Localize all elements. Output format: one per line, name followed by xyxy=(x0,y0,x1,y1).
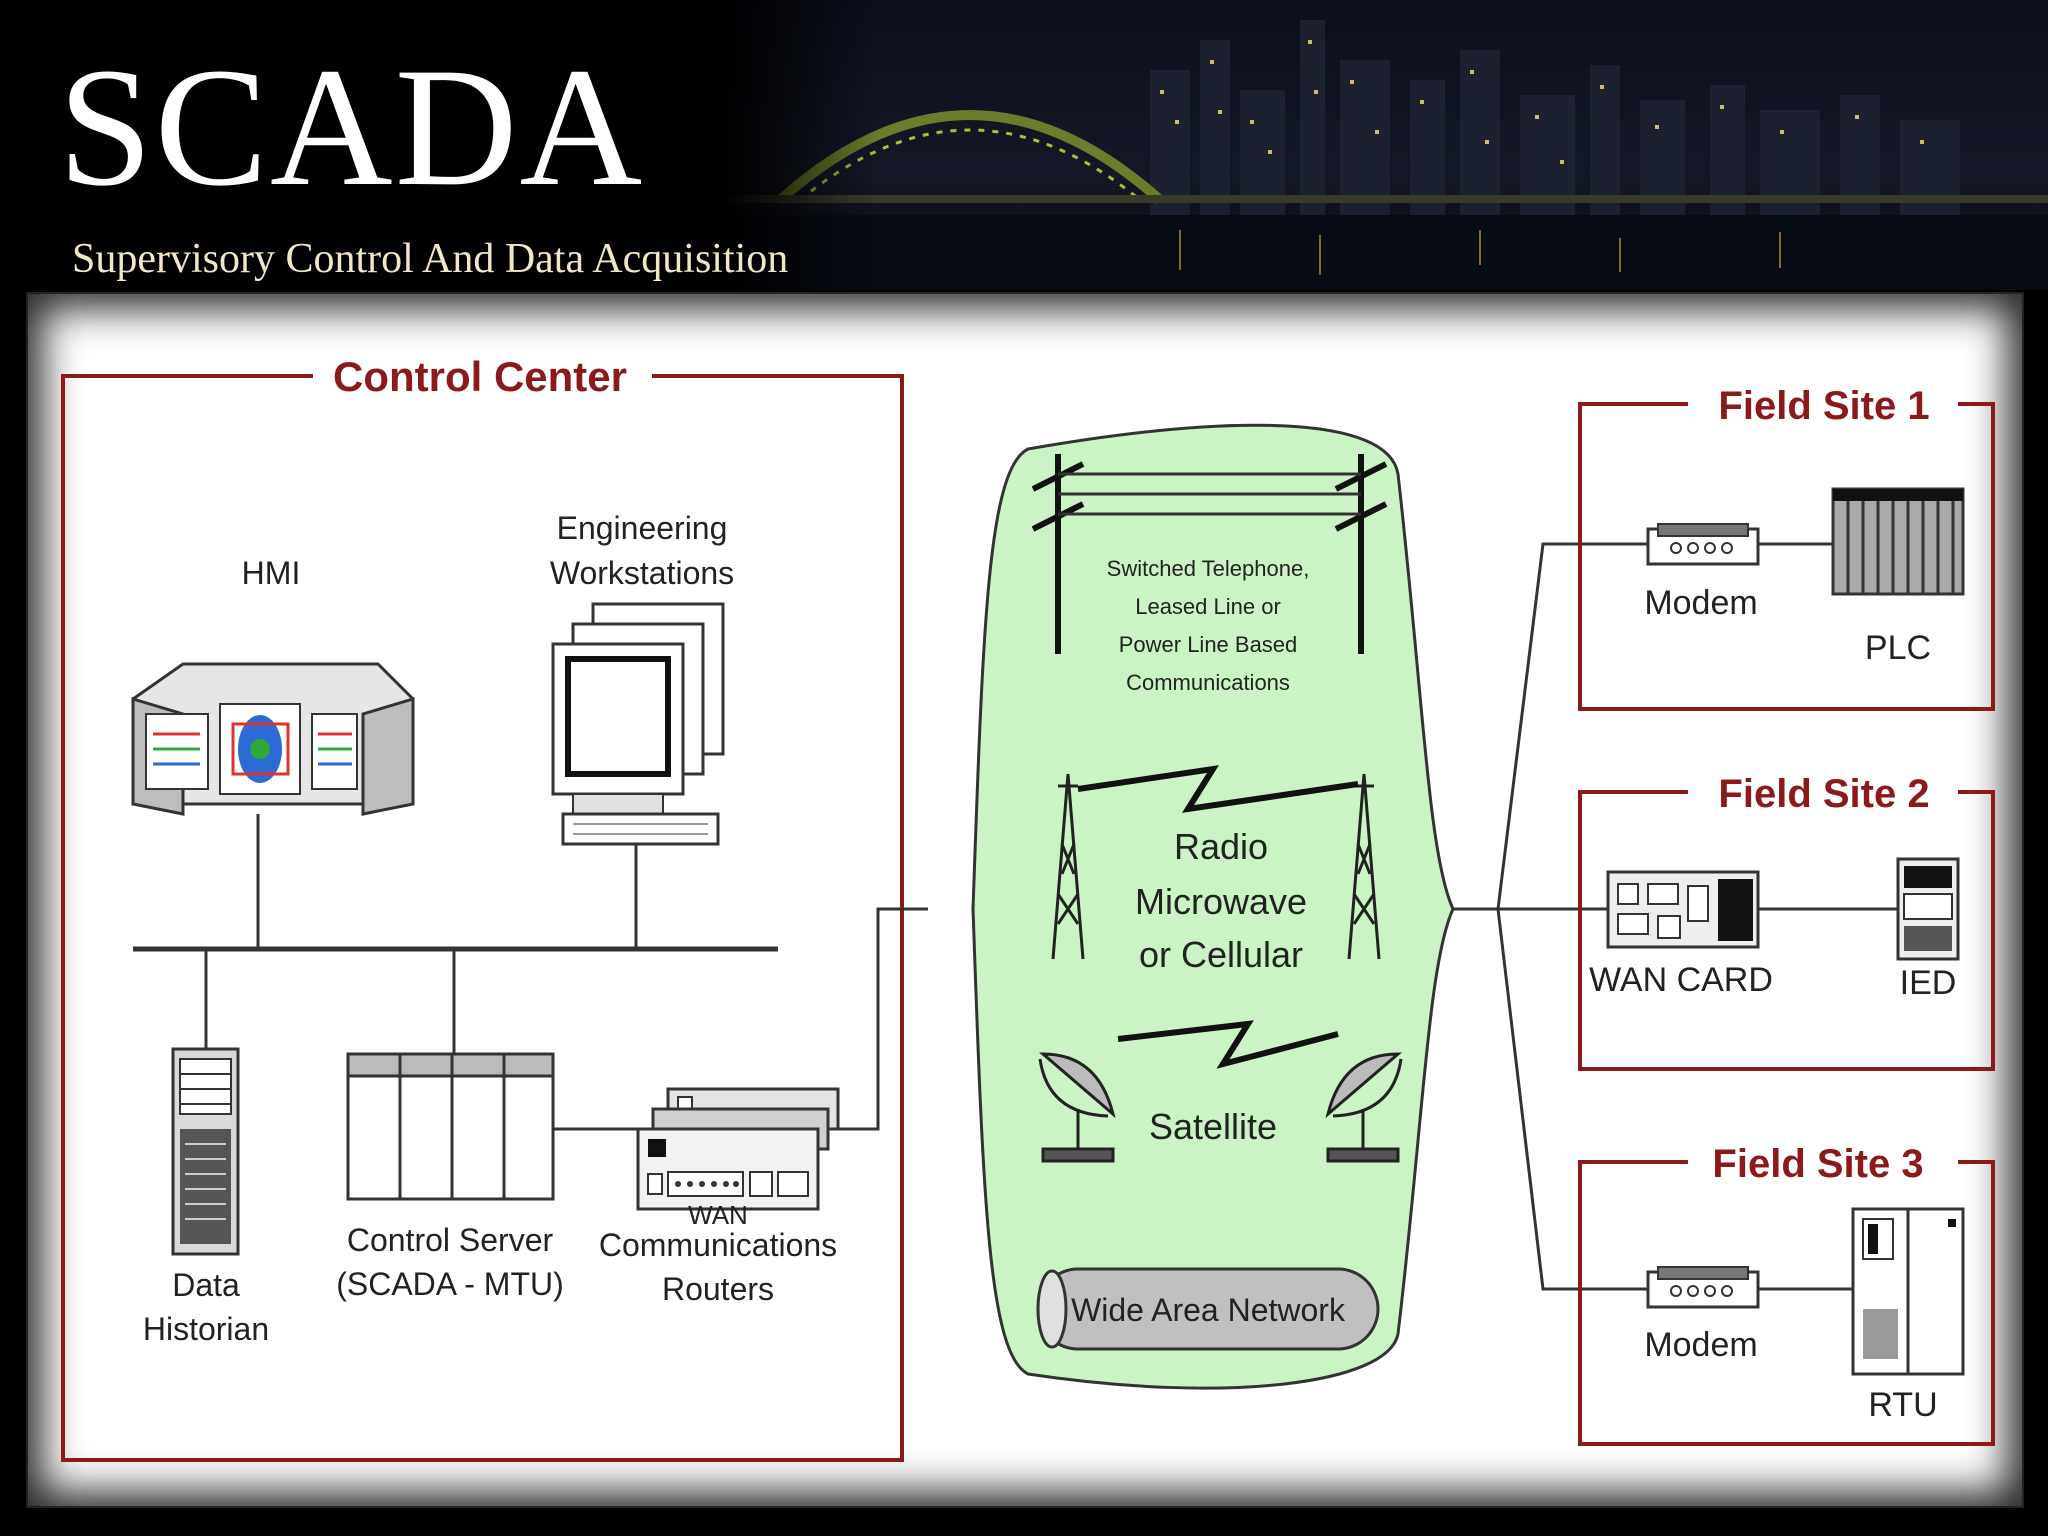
wan-cloud-group: Switched Telephone, Leased Line or Power… xyxy=(971,423,1455,1390)
wan-card-icon xyxy=(1606,870,1760,949)
modem-3-icon xyxy=(1646,1266,1760,1309)
slide-header: SCADA Supervisory Control And Data Acqui… xyxy=(0,0,2048,290)
field-site-1-left-label: Modem xyxy=(1644,584,1757,622)
telephone-wires xyxy=(1058,472,1361,516)
control-server-label-line2: (SCADA - MTU) xyxy=(336,1266,564,1302)
telephone-label-line3: Power Line Based xyxy=(1119,632,1298,657)
field-site-2-border xyxy=(1578,790,1995,1071)
satellite-label: Satellite xyxy=(1149,1106,1277,1147)
slide-subtitle: Supervisory Control And Data Acquisition xyxy=(72,236,789,282)
satellite-lightning-icon xyxy=(1117,1020,1339,1069)
control-center-title: Control Center xyxy=(333,353,627,400)
control-server-icon xyxy=(346,1052,555,1201)
plc-icon xyxy=(1831,487,1965,596)
radio-label-line1: Radio xyxy=(1174,826,1268,867)
radio-lightning-icon xyxy=(1077,765,1359,813)
historian-label-line2: Historian xyxy=(143,1311,269,1347)
field-site-2-title: Field Site 2 xyxy=(1718,772,1929,816)
field-site-2-left-label: WAN CARD xyxy=(1589,961,1773,999)
historian-label-line1: Data xyxy=(172,1267,240,1303)
modem-1-icon xyxy=(1646,523,1760,566)
field-site-1-group: Field Site 1 Modem PLC xyxy=(1578,384,1995,711)
router-label-line1: WAN xyxy=(688,1200,748,1230)
wan-pipe-icon xyxy=(1036,1267,1380,1351)
telephone-label-line4: Communications xyxy=(1126,670,1290,695)
hmi-label: HMI xyxy=(242,555,301,591)
radio-label-line2: Microwave xyxy=(1135,881,1307,922)
field-site-3-right-label: RTU xyxy=(1868,1386,1937,1424)
field-site-3-left-label: Modem xyxy=(1644,1326,1757,1364)
engineering-label-line2: Workstations xyxy=(550,555,734,591)
control-center-border xyxy=(61,374,904,1462)
engineering-workstation-icon xyxy=(551,602,725,846)
hmi-console-icon xyxy=(131,662,415,816)
field-site-1-right-label: PLC xyxy=(1865,629,1931,667)
radio-tower-icon xyxy=(1051,773,1381,960)
telephone-pole-icon xyxy=(1031,454,1388,654)
control-center-group: Control Center xyxy=(61,353,928,1462)
data-historian-server-icon xyxy=(171,1047,240,1256)
field-site-3-title: Field Site 3 xyxy=(1712,1142,1923,1186)
field-site-1-title: Field Site 1 xyxy=(1718,384,1929,428)
telephone-label-line1: Switched Telephone, xyxy=(1107,556,1310,581)
city-skyline-image xyxy=(720,0,2048,290)
router-label-line2: Communications xyxy=(599,1227,837,1263)
wan-router-icon xyxy=(636,1087,840,1211)
field-site-3-group: Field Site 3 Modem RTU xyxy=(1578,1142,1995,1446)
ied-icon xyxy=(1896,857,1960,961)
wan-label: Wide Area Network xyxy=(1071,1292,1346,1328)
control-server-label-line1: Control Server xyxy=(347,1222,554,1258)
slide-title: SCADA xyxy=(58,33,645,221)
wan-cloud-shape xyxy=(971,423,1455,1390)
field-site-1-border xyxy=(1578,402,1995,711)
rtu-cabinet-icon xyxy=(1851,1207,1965,1376)
radio-label-line3: or Cellular xyxy=(1139,934,1303,975)
field-site-2-right-label: IED xyxy=(1900,964,1957,1002)
scada-network-diagram: Control Center xyxy=(61,353,1995,1462)
telephone-label-line2: Leased Line or xyxy=(1135,594,1281,619)
field-site-2-group: Field Site 2 WAN CARD IED xyxy=(1578,772,1995,1071)
satellite-dish-icon xyxy=(1038,1052,1403,1163)
engineering-label-line1: Engineering xyxy=(557,510,728,546)
field-site-3-border xyxy=(1578,1160,1995,1446)
diagram-panel: Control Center xyxy=(26,292,2024,1508)
router-wan-link xyxy=(836,907,928,1131)
router-label-line3: Routers xyxy=(662,1271,774,1307)
